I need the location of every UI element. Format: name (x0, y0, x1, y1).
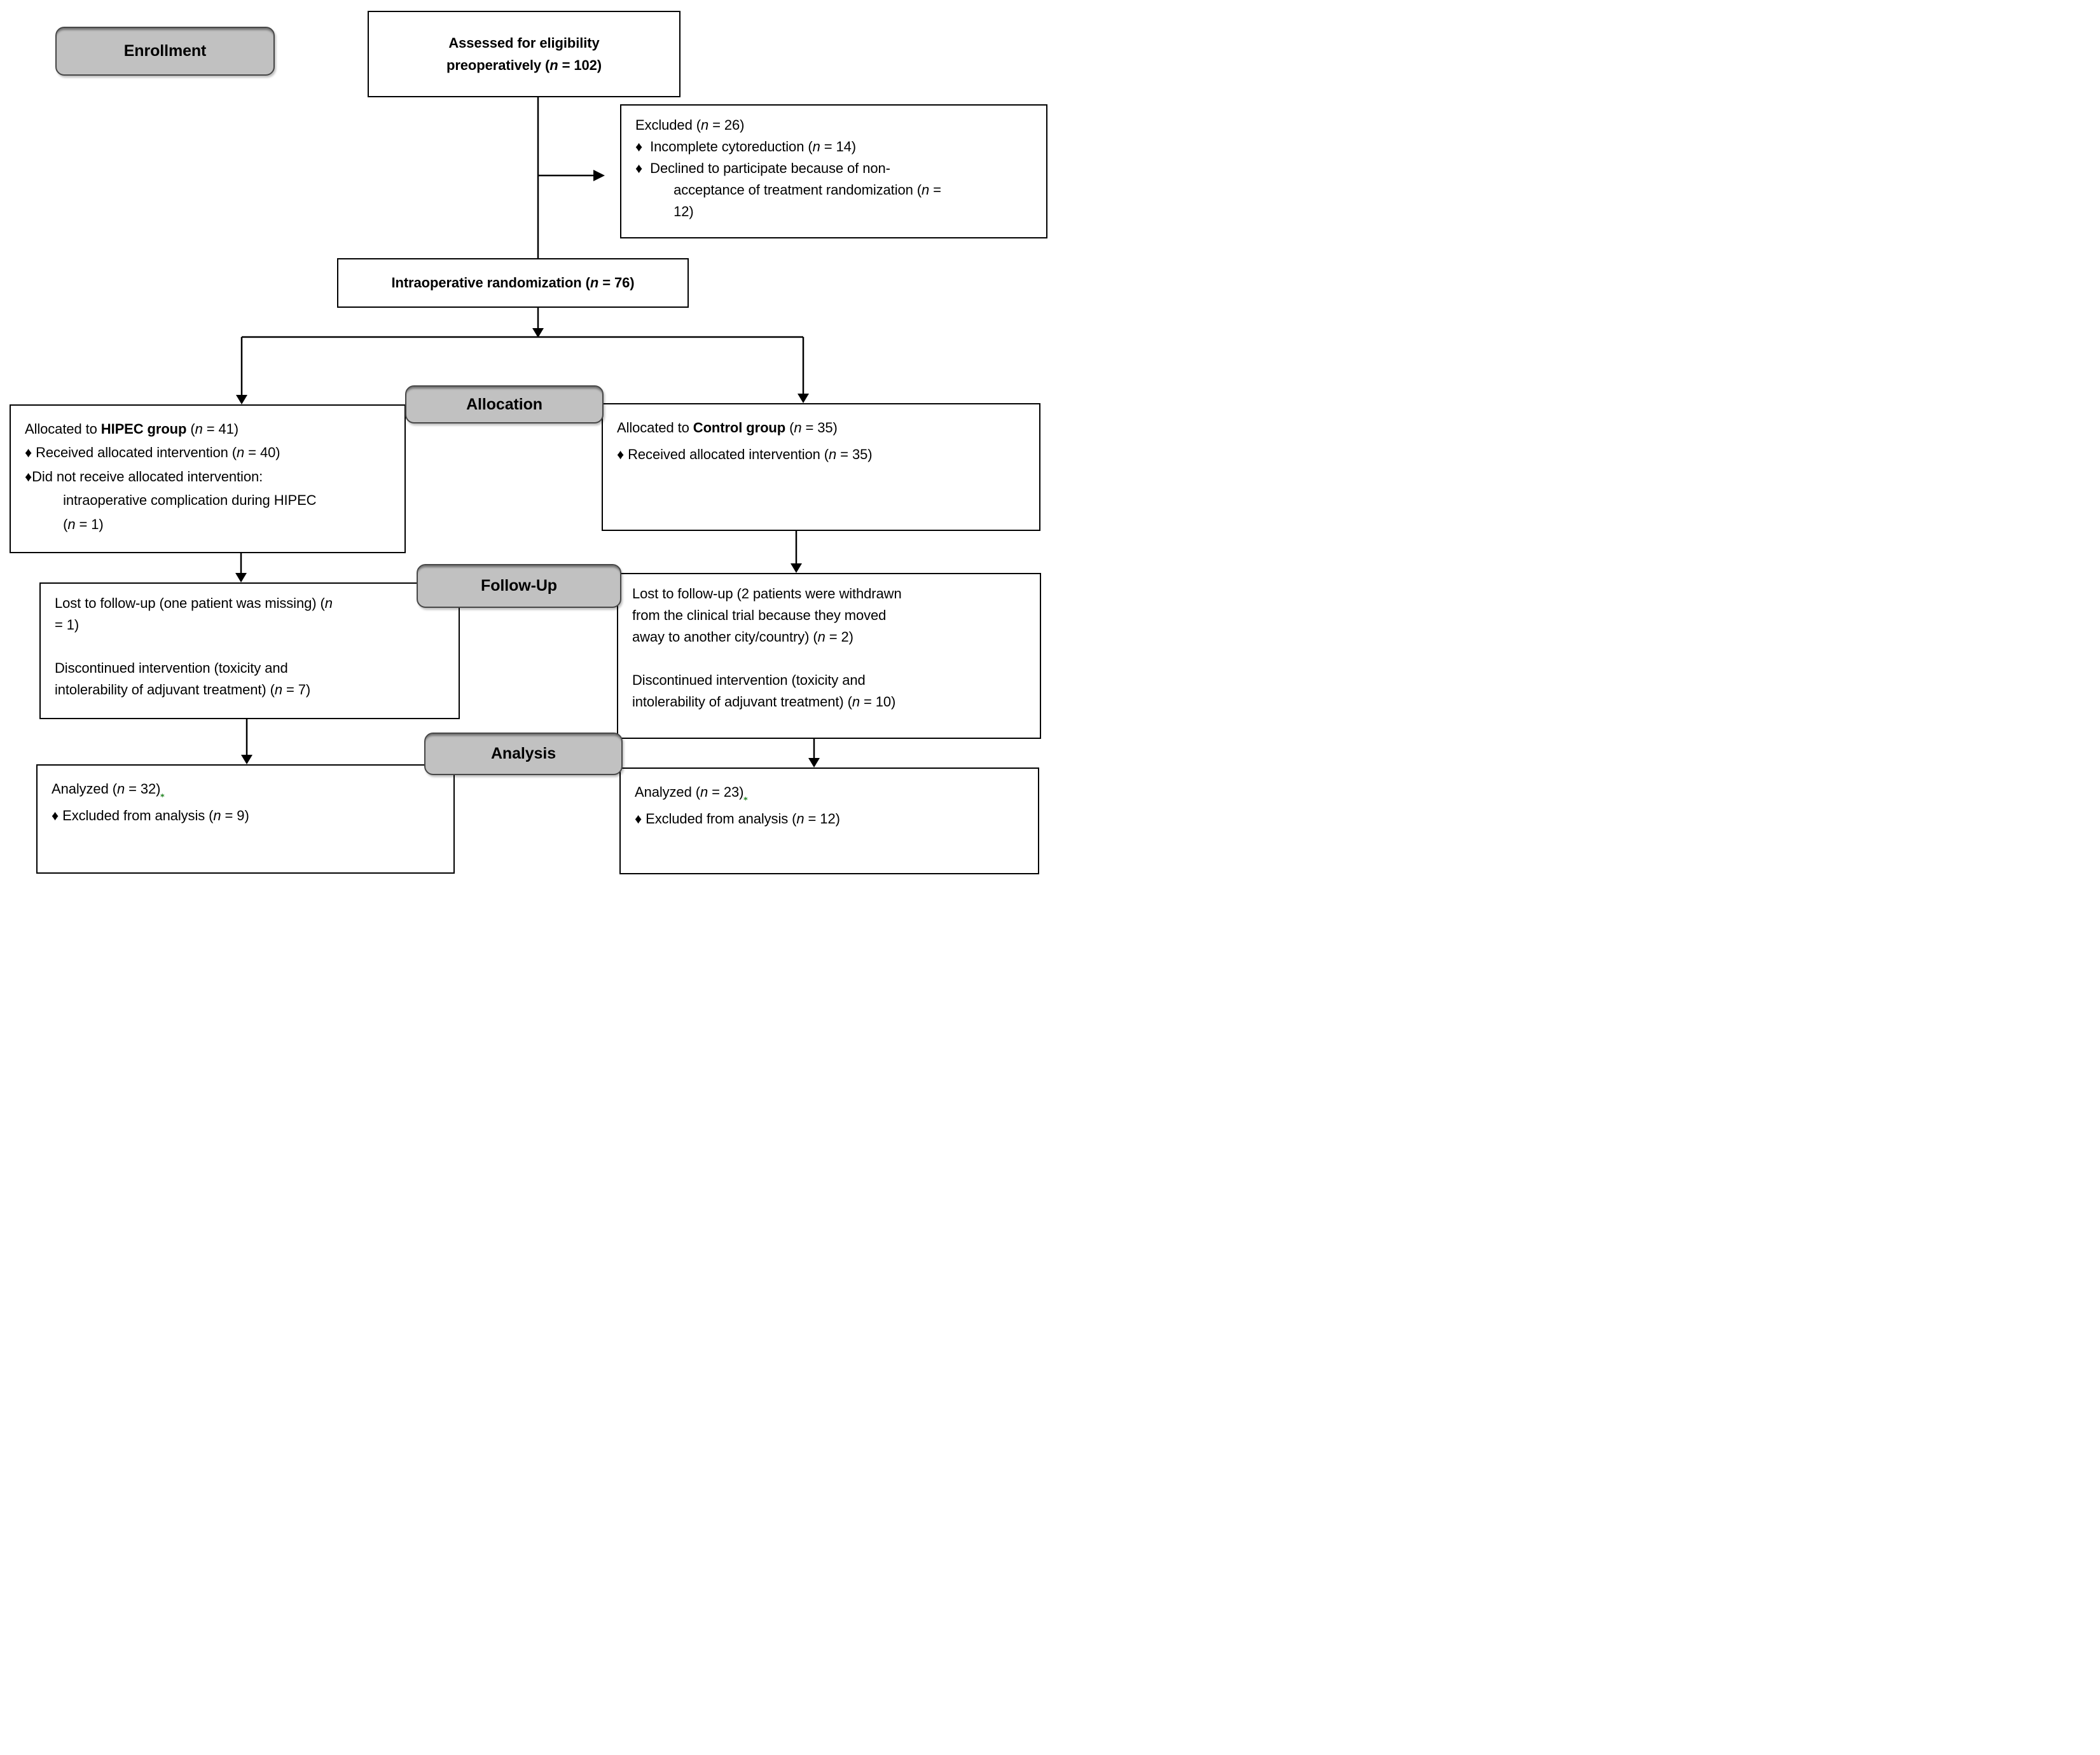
analysis-control-box: Analyzed (n = 23)⁎♦ Excluded from analys… (619, 767, 1039, 874)
arrowhead-followup-right (791, 563, 802, 573)
stage-label-analysis: Analysis (424, 733, 623, 775)
arrowhead-hipec (236, 395, 247, 404)
randomization-text: Intraoperative randomization (n = 76) (391, 275, 635, 291)
control-group-box: Allocated to Control group (n = 35)♦ Rec… (602, 403, 1040, 531)
analysis-hipec-text: Analyzed (n = 32)⁎♦ Excluded from analys… (52, 781, 249, 823)
excluded-box: Excluded (n = 26)♦ Incomplete cytoreduct… (620, 104, 1047, 238)
randomization-box: Intraoperative randomization (n = 76) (337, 258, 689, 308)
arrowhead-analysis-left (241, 755, 252, 764)
excluded-text: Excluded (n = 26)♦ Incomplete cytoreduct… (635, 117, 941, 220)
control-group-text: Allocated to Control group (n = 35)♦ Rec… (617, 420, 873, 462)
hipec-group-box: Allocated to HIPEC group (n = 41)♦ Recei… (10, 404, 406, 553)
stage-label-allocation-text: Allocation (466, 395, 542, 413)
hipec-group-text: Allocated to HIPEC group (n = 41)♦ Recei… (25, 421, 317, 532)
followup-control-box: Lost to follow-up (2 patients were withd… (617, 573, 1041, 739)
arrowhead-control (798, 394, 809, 403)
stage-label-enrollment-text: Enrollment (123, 42, 207, 60)
arrowhead-excluded (593, 170, 605, 181)
followup-control-text: Lost to follow-up (2 patients were withd… (632, 586, 902, 710)
stage-label-analysis-text: Analysis (490, 745, 556, 762)
arrowhead-analysis-right (808, 758, 820, 767)
arrowhead-branch-point (532, 328, 544, 338)
stage-label-followup: Follow-Up (417, 564, 621, 608)
stage-label-allocation: Allocation (405, 385, 604, 423)
followup-hipec-text: Lost to follow-up (one patient was missi… (55, 595, 333, 698)
arrowhead-followup-left (235, 573, 247, 582)
followup-hipec-box: Lost to follow-up (one patient was missi… (39, 582, 460, 719)
stage-label-followup-text: Follow-Up (481, 577, 557, 595)
stage-label-enrollment: Enrollment (55, 27, 275, 76)
analysis-control-text: Analyzed (n = 23)⁎♦ Excluded from analys… (635, 784, 840, 827)
analysis-hipec-box: Analyzed (n = 32)⁎♦ Excluded from analys… (36, 764, 455, 874)
